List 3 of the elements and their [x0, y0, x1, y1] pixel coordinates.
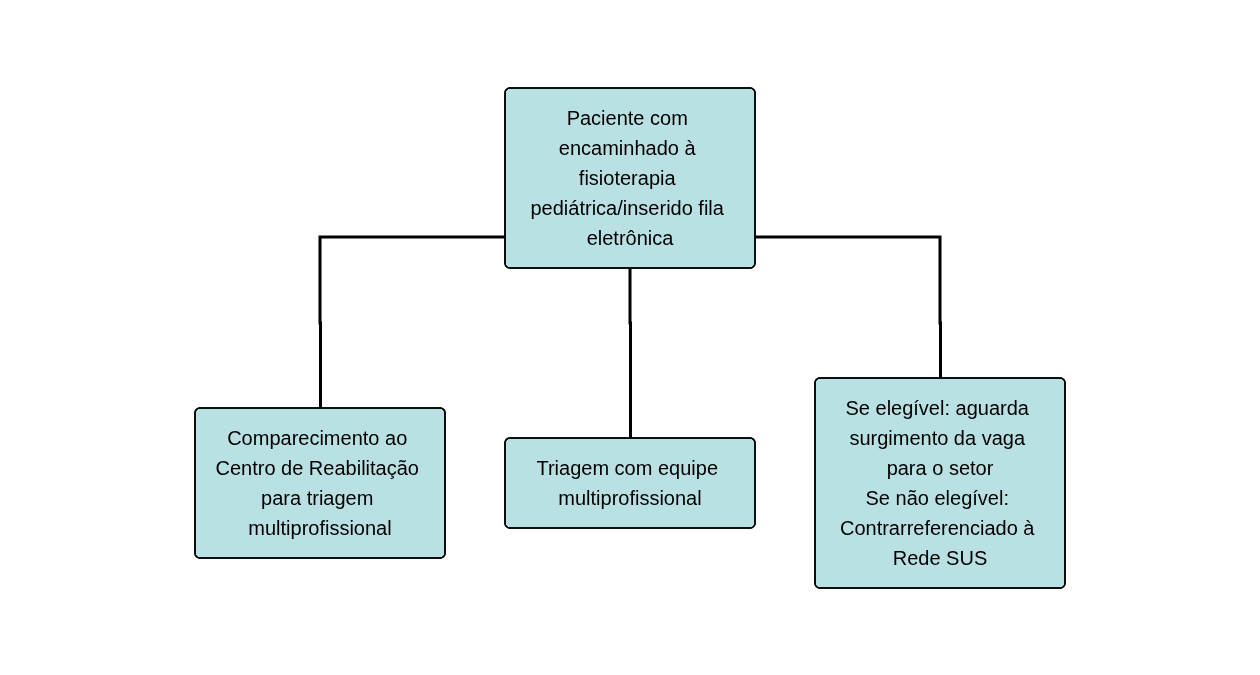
connector [755, 234, 942, 378]
connector [628, 266, 632, 438]
connector [318, 234, 506, 408]
